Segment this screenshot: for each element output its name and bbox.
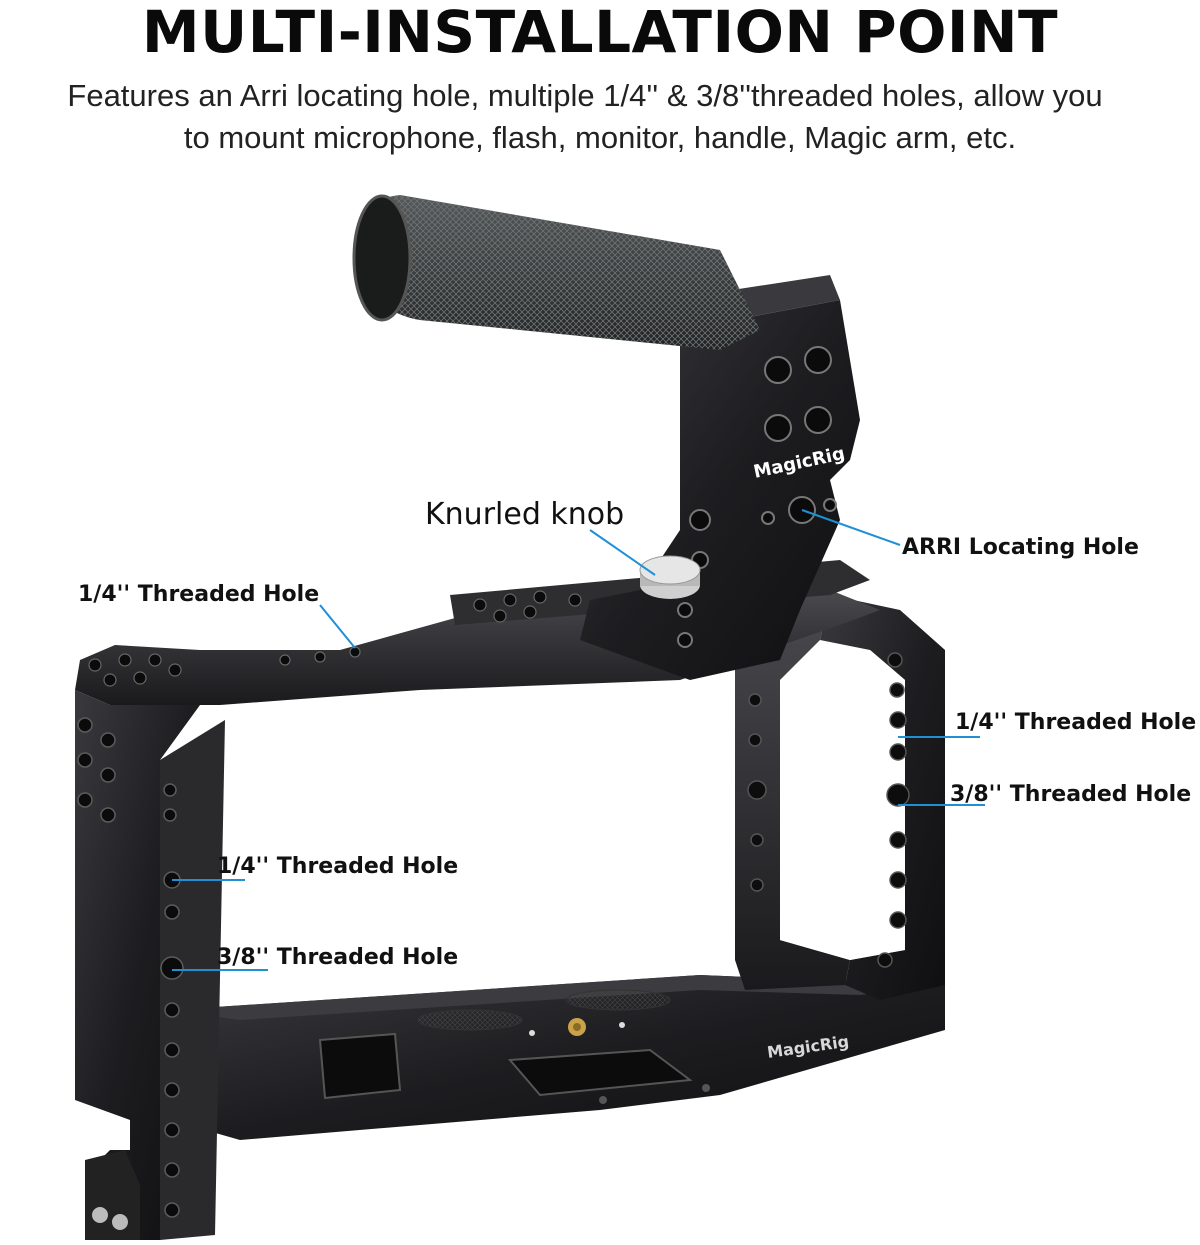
cage-right-upright xyxy=(735,595,945,1000)
subtitle-line-2: to mount microphone, flash, monitor, han… xyxy=(183,120,1017,155)
subtitle-line-1: Features an Arri locating hole, multiple… xyxy=(67,78,1103,113)
knurled-knob-shape xyxy=(639,555,701,599)
top-handle-grip xyxy=(352,194,760,350)
callout-lines xyxy=(172,509,985,971)
page-title: MULTI-INSTALLATION POINT xyxy=(141,0,1059,66)
callout-knurled-knob: Knurled knob xyxy=(425,497,625,532)
callout-left-three-eighths: 3/8'' Threaded Hole xyxy=(217,945,459,970)
callout-arri-hole: ARRI Locating Hole xyxy=(902,535,1139,560)
callout-right-three-eighths: 3/8'' Threaded Hole xyxy=(950,782,1192,807)
callout-left-quarter: 1/4'' Threaded Hole xyxy=(217,854,459,879)
cage-base-plate xyxy=(170,975,945,1140)
callout-top-quarter: 1/4'' Threaded Hole xyxy=(78,582,320,607)
cage-left-upright xyxy=(75,690,225,1240)
callout-right-quarter: 1/4'' Threaded Hole xyxy=(955,710,1197,735)
